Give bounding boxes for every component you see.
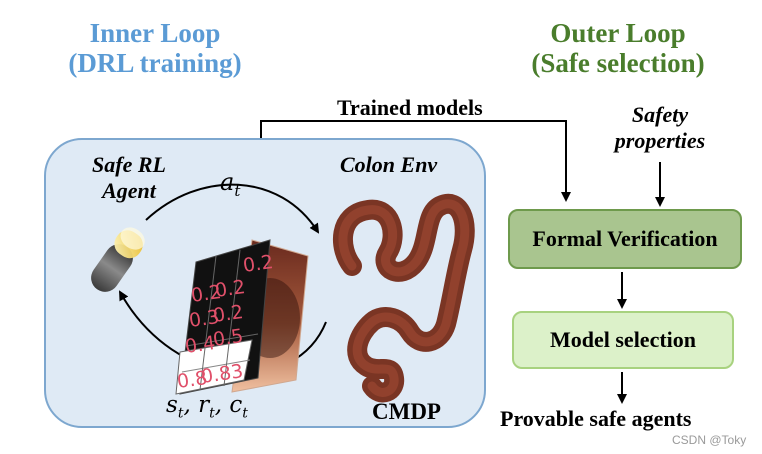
cost-subscript: t [242, 405, 248, 422]
formal-verification-label: Formal Verification [532, 226, 718, 251]
action-symbol: a [220, 168, 235, 196]
trained-models-line [260, 120, 571, 202]
state-reward-cost-label: st, rt, ct [166, 392, 248, 422]
matrix-value-3: 0.2 [242, 251, 275, 277]
matrix-value-2: 0.2 [214, 276, 247, 302]
safety-label-line2: properties [614, 128, 706, 153]
model-selection-label: Model selection [549, 327, 697, 352]
matrix-value-4: 0.3 [188, 306, 221, 332]
reward-subscript: t [209, 405, 215, 422]
agent-label-line1: Safe RL [92, 152, 166, 177]
cost-symbol: c [229, 392, 243, 418]
action-arc [145, 183, 320, 234]
cmdp-label: CMDP [372, 399, 441, 424]
outer-loop-title: Outer Loop (Safe selection) [488, 18, 748, 78]
model-selection-box: Model selection [512, 311, 734, 369]
safety-properties-label: Safety properties [600, 102, 720, 154]
outer-loop-title-line1: Outer Loop [550, 18, 686, 48]
inner-loop-title-line1: Inner Loop [89, 18, 221, 48]
matrix-value-1: 0.2 [190, 281, 223, 307]
inner-loop-title-line2: (DRL training) [68, 48, 242, 78]
outer-loop-title-line2: (Safe selection) [531, 48, 705, 78]
reward-symbol: r [198, 392, 210, 418]
agent-label: Safe RL Agent [74, 152, 184, 204]
formal-verification-box: Formal Verification [508, 209, 742, 269]
state-matrix [175, 239, 271, 395]
trained-models-label: Trained models [337, 95, 483, 120]
matrix-value-7: 0.5 [212, 325, 245, 351]
matrix-value-8: 0.8 [176, 367, 209, 393]
matrix-values: 0.2 0.2 0.2 0.3 0.2 0.4 0.5 0.8 0.83 [176, 251, 275, 393]
provable-safe-agents-label: Provable safe agents [500, 406, 692, 431]
capsule-robot-icon [91, 227, 145, 292]
action-subscript: t [234, 181, 241, 200]
colon-env-label: Colon Env [340, 152, 438, 177]
watermark: CSDN @Toky [672, 433, 747, 447]
state-subscript: t [177, 405, 184, 422]
action-label: at [220, 168, 240, 200]
safety-label-line1: Safety [631, 102, 689, 127]
state-symbol: s [166, 392, 178, 418]
matrix-value-6: 0.4 [184, 332, 217, 358]
inner-loop-title: Inner Loop (DRL training) [20, 18, 290, 78]
agent-label-line2: Agent [102, 178, 156, 203]
colon-icon [332, 193, 475, 403]
matrix-value-5: 0.2 [212, 301, 245, 327]
